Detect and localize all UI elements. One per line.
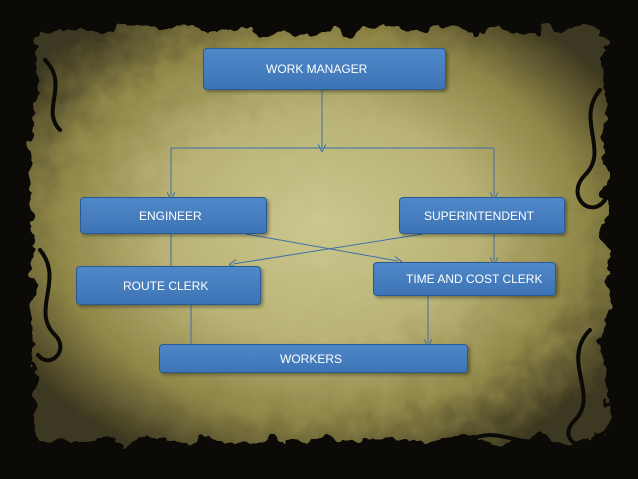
node-superintendent: SUPERINTENDENT bbox=[399, 197, 565, 234]
node-work-manager: WORK MANAGER bbox=[203, 48, 446, 90]
edge-engineer-to-time-cost bbox=[245, 233, 398, 261]
node-engineer: ENGINEER bbox=[80, 197, 267, 234]
edge-superintendent-to-route-clerk bbox=[233, 233, 424, 264]
node-route-clerk: ROUTE CLERK bbox=[76, 266, 261, 305]
node-label: TIME AND COST CLERK bbox=[406, 272, 543, 286]
node-label: ROUTE CLERK bbox=[123, 278, 209, 293]
node-time-and-cost-clerk: TIME AND COST CLERK bbox=[373, 262, 556, 296]
node-label: WORKERS bbox=[280, 351, 343, 366]
node-label: SUPERINTENDENT bbox=[424, 208, 535, 223]
node-workers: WORKERS bbox=[159, 344, 468, 373]
node-label: WORK MANAGER bbox=[266, 62, 368, 76]
decorative-swirls bbox=[36, 58, 607, 449]
node-label: ENGINEER bbox=[139, 208, 202, 223]
